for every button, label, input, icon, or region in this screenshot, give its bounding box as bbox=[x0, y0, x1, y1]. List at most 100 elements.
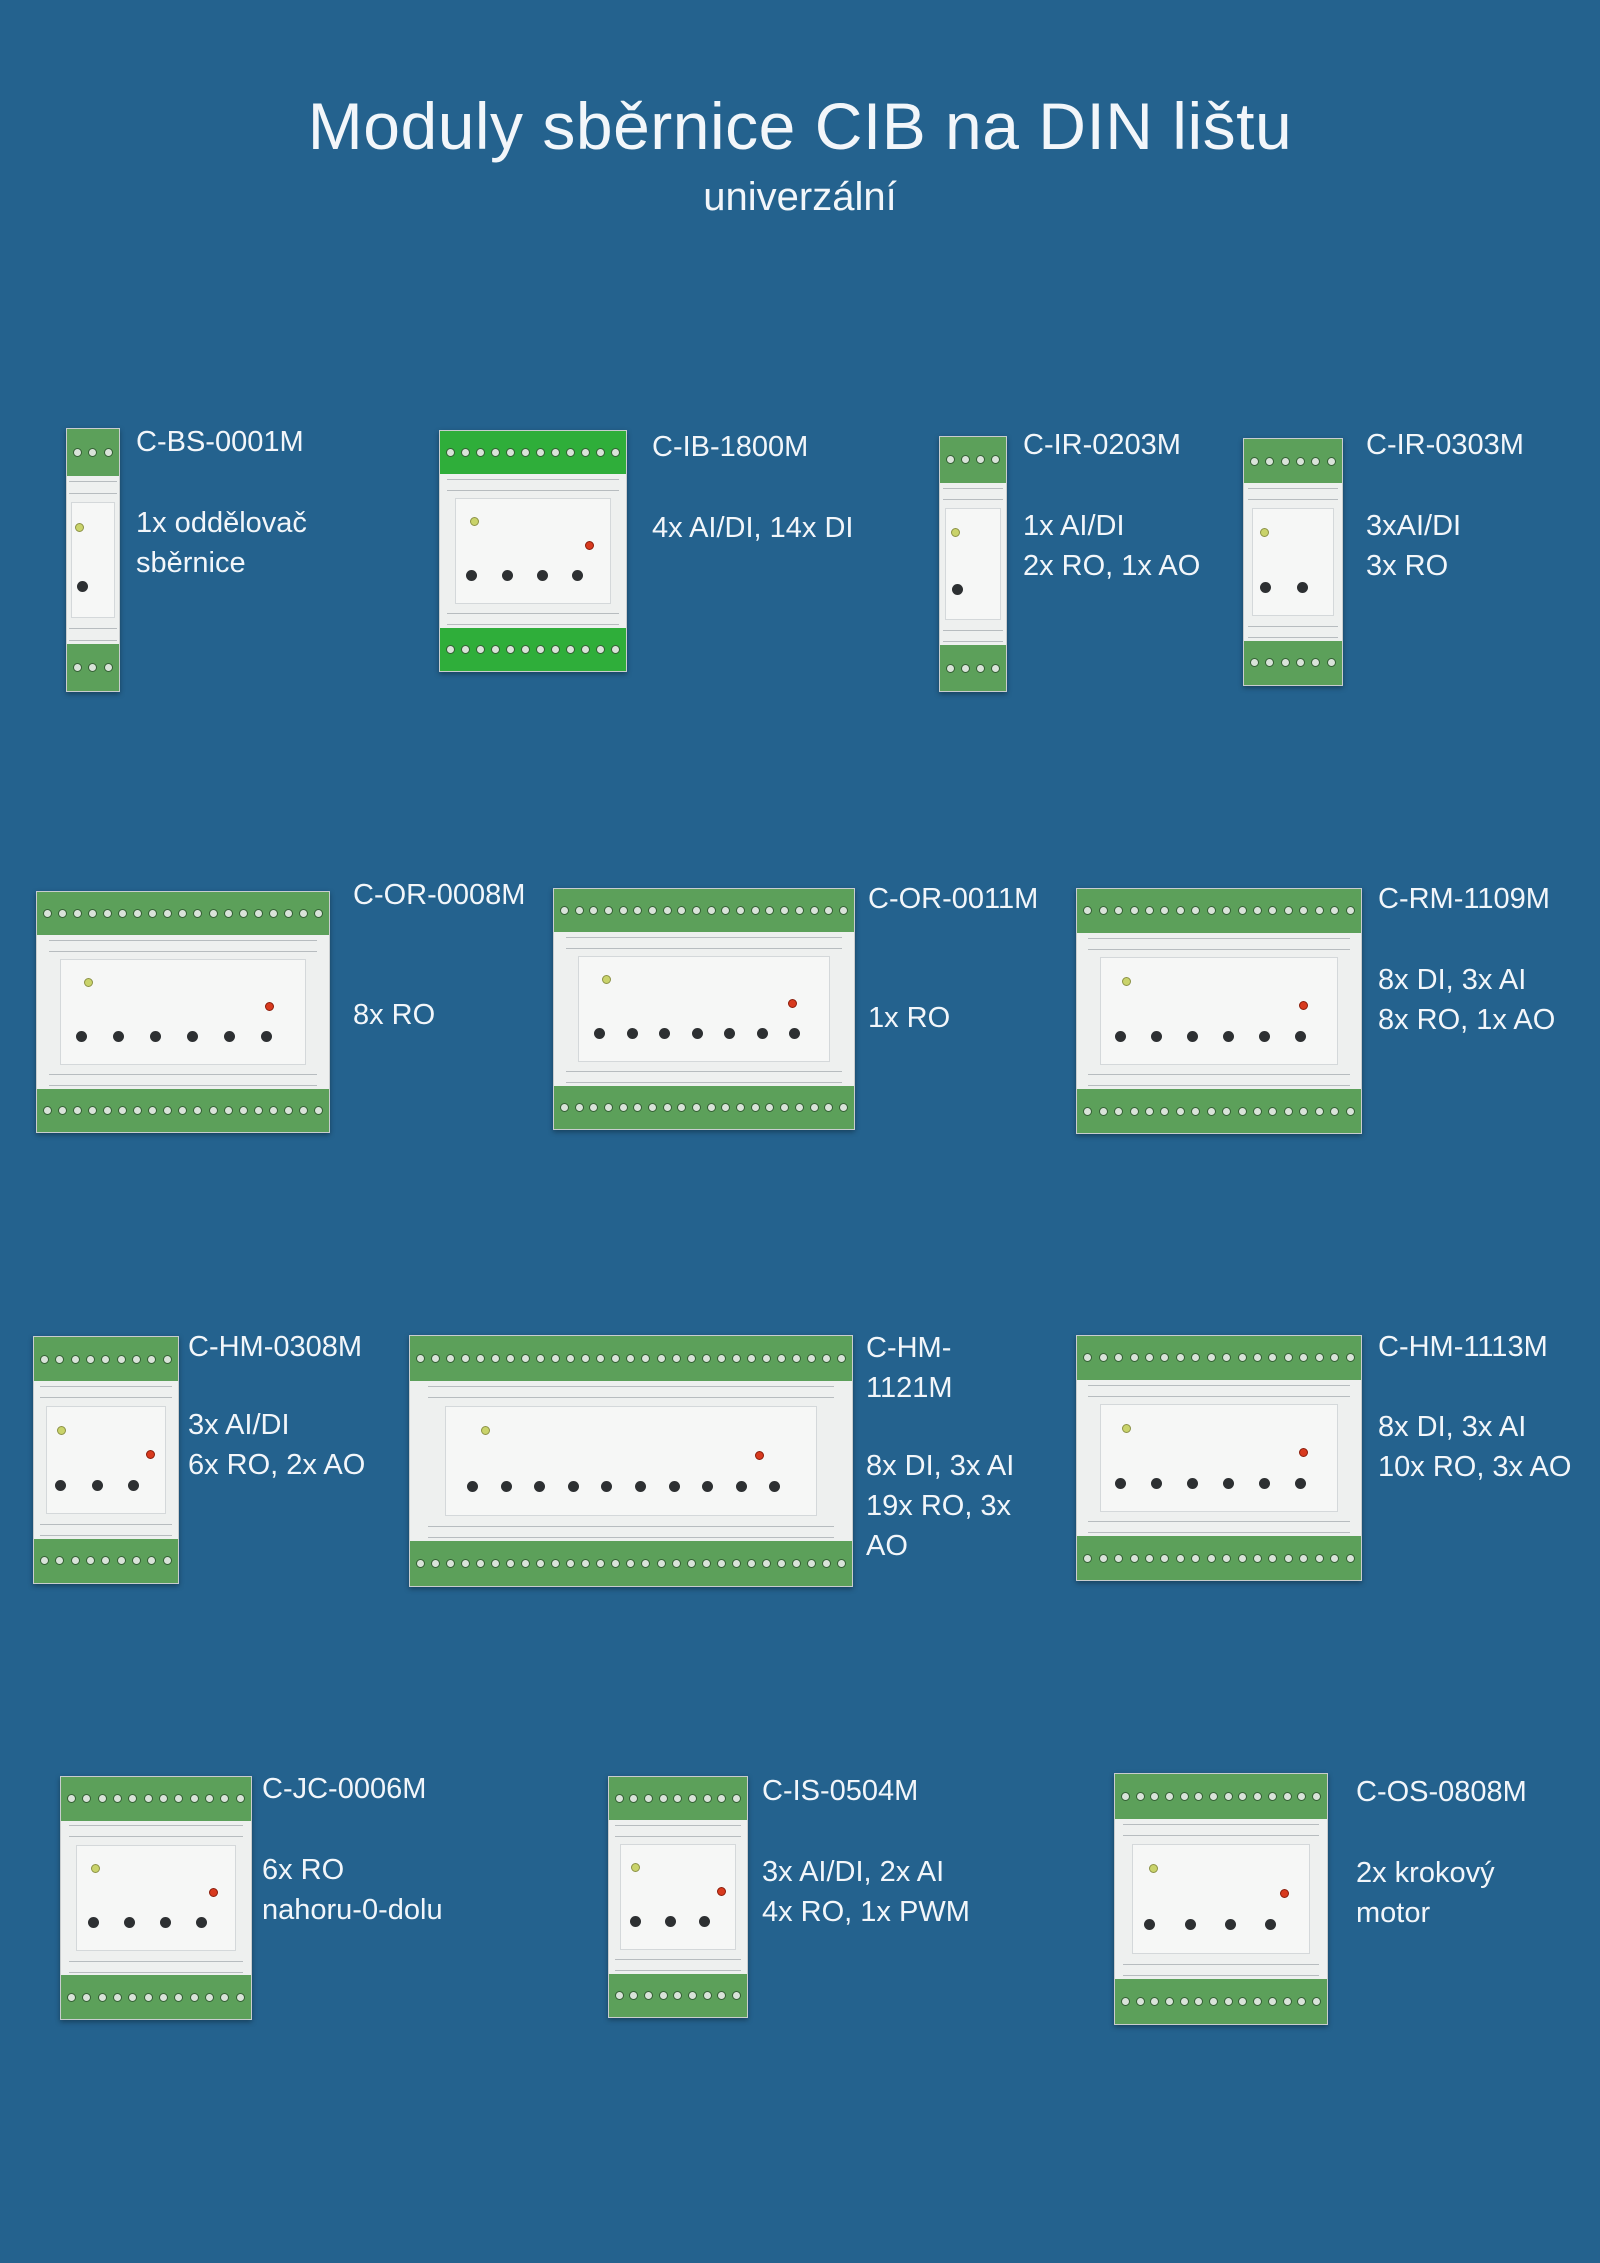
manual-control-button bbox=[572, 570, 584, 582]
terminal-screw bbox=[506, 644, 515, 654]
terminal-label-strip bbox=[447, 479, 619, 491]
terminal-screw bbox=[1144, 1353, 1154, 1363]
terminal-screw bbox=[193, 909, 203, 919]
terminal-screw bbox=[132, 1556, 142, 1566]
terminal-screw bbox=[116, 1354, 126, 1364]
manual-control-button bbox=[664, 1916, 676, 1928]
terminal-screw bbox=[103, 662, 113, 672]
terminal-screw bbox=[750, 1102, 760, 1112]
manual-control-button bbox=[1294, 1030, 1306, 1042]
terminal-screw bbox=[1345, 1553, 1355, 1563]
terminal-screw bbox=[736, 1102, 746, 1112]
terminal-screw bbox=[566, 1559, 576, 1568]
terminal-screw bbox=[223, 909, 233, 919]
terminal-screw bbox=[189, 1794, 199, 1804]
terminal-screw bbox=[706, 906, 716, 916]
terminal-screw bbox=[128, 1794, 138, 1804]
terminal-screw bbox=[1237, 906, 1247, 916]
terminal-screw bbox=[1179, 1997, 1189, 2006]
terminal-screw bbox=[238, 1105, 248, 1115]
terminal-screw bbox=[574, 1102, 584, 1112]
terminal-screw bbox=[298, 909, 308, 919]
terminal-screw bbox=[163, 909, 173, 919]
terminal-screw bbox=[118, 909, 128, 919]
manual-on-led-icon bbox=[716, 1887, 726, 1897]
module-face-panel bbox=[71, 502, 115, 618]
terminal-screw bbox=[765, 906, 775, 916]
terminal-screw bbox=[717, 1990, 727, 2000]
terminal-screw bbox=[750, 906, 760, 916]
terminal-screw bbox=[641, 1559, 651, 1568]
terminal-screw bbox=[58, 1105, 68, 1115]
terminal-screw bbox=[88, 448, 98, 458]
module-name: C-RM-1109M bbox=[1378, 883, 1550, 915]
terminal-screw bbox=[731, 1559, 741, 1568]
terminal-screw bbox=[491, 1354, 501, 1363]
terminal-screw bbox=[838, 1102, 848, 1112]
status-led-icon bbox=[1122, 1423, 1132, 1433]
terminal-screw bbox=[1114, 1553, 1124, 1563]
terminal-screw bbox=[220, 1794, 230, 1804]
terminal-screw bbox=[662, 906, 672, 916]
terminal-screw bbox=[1267, 1997, 1277, 2006]
terminal-screw bbox=[809, 906, 819, 916]
status-led-icon bbox=[1259, 527, 1269, 537]
terminal-screw bbox=[103, 1105, 113, 1115]
manual-control-button bbox=[635, 1481, 646, 1492]
terminal-block bbox=[410, 1336, 852, 1381]
terminal-screw bbox=[43, 909, 53, 919]
terminal-screw bbox=[1299, 1553, 1309, 1563]
terminal-screw bbox=[283, 1105, 293, 1115]
module-image-c-or-0011m bbox=[553, 888, 855, 1130]
terminal-screw bbox=[673, 1794, 683, 1804]
terminal-screw bbox=[1299, 1106, 1309, 1116]
module-face-panel bbox=[1131, 1844, 1311, 1954]
terminal-screw bbox=[677, 906, 687, 916]
terminal-screw bbox=[1268, 1106, 1278, 1116]
manual-control-button bbox=[699, 1916, 711, 1928]
module-face-panel bbox=[1251, 507, 1335, 617]
status-led-icon bbox=[1122, 976, 1132, 986]
terminal-screw bbox=[1311, 456, 1321, 466]
manual-on-led-icon bbox=[1298, 1448, 1308, 1458]
terminal-screw bbox=[253, 1105, 263, 1115]
terminal-screw bbox=[1191, 1106, 1201, 1116]
terminal-screw bbox=[794, 906, 804, 916]
manual-control-button bbox=[659, 1028, 671, 1040]
terminal-screw bbox=[618, 1102, 628, 1112]
terminal-screw bbox=[961, 663, 970, 673]
terminal-screw bbox=[1150, 1792, 1160, 1801]
status-led-icon bbox=[480, 1426, 490, 1435]
terminal-label-strip bbox=[1088, 1521, 1350, 1534]
terminal-screw bbox=[133, 909, 143, 919]
manual-control-button bbox=[55, 1479, 67, 1491]
module-name: C-HM-0308M bbox=[188, 1331, 363, 1363]
module-face-panel bbox=[578, 956, 830, 1062]
terminal-screw bbox=[1083, 1553, 1093, 1563]
terminal-screw bbox=[159, 1794, 169, 1804]
terminal-block bbox=[1115, 1774, 1327, 1819]
terminal-screw bbox=[559, 1102, 569, 1112]
terminal-screw bbox=[596, 1559, 606, 1568]
terminal-label-strip bbox=[69, 628, 117, 641]
module-description: 8x RO bbox=[353, 999, 436, 1031]
page-subtitle: univerzální bbox=[703, 175, 897, 219]
manual-control-button bbox=[467, 1481, 479, 1492]
terminal-screw bbox=[603, 906, 613, 916]
terminal-screw bbox=[1144, 1106, 1154, 1116]
terminal-screw bbox=[780, 906, 790, 916]
terminal-screw bbox=[506, 1559, 516, 1568]
terminal-screw bbox=[1206, 1106, 1216, 1116]
terminal-screw bbox=[1114, 906, 1124, 916]
terminal-screw bbox=[476, 1354, 486, 1363]
terminal-screw bbox=[147, 1354, 157, 1364]
terminal-screw bbox=[1160, 1553, 1170, 1563]
terminal-screw bbox=[596, 448, 605, 458]
status-led-icon bbox=[469, 517, 479, 527]
terminal-screw bbox=[1250, 456, 1260, 466]
manual-control-button bbox=[160, 1917, 171, 1929]
terminal-screw bbox=[838, 906, 848, 916]
terminal-screw bbox=[701, 1354, 711, 1363]
